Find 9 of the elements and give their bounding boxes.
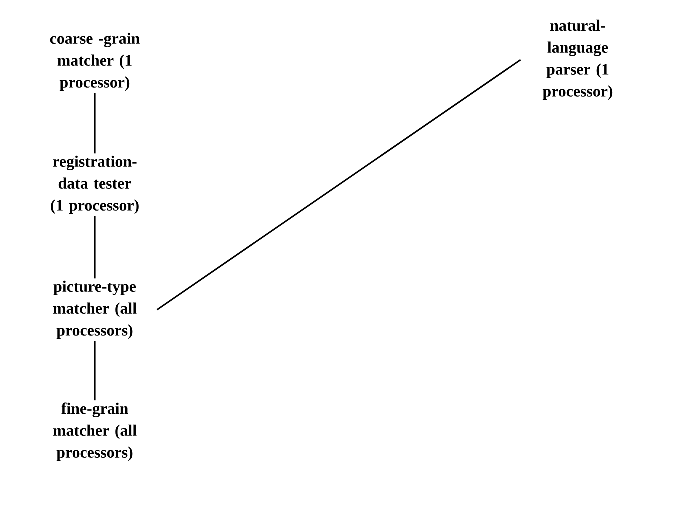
process-label: picture-type matcher (all processors) (53, 280, 137, 340)
connector-line (94, 93, 96, 154)
connector-line (94, 341, 96, 401)
process-label: registration-data tester (1 processor) (51, 156, 139, 214)
process-label: natural-language parser (1 processor) (542, 20, 613, 100)
process-label: fine-grain matcher (all processors) (53, 402, 137, 462)
connector-line (94, 216, 96, 279)
process-label: coarse -grain matcher (1 processor) (50, 32, 140, 92)
connector-line (156, 59, 522, 311)
